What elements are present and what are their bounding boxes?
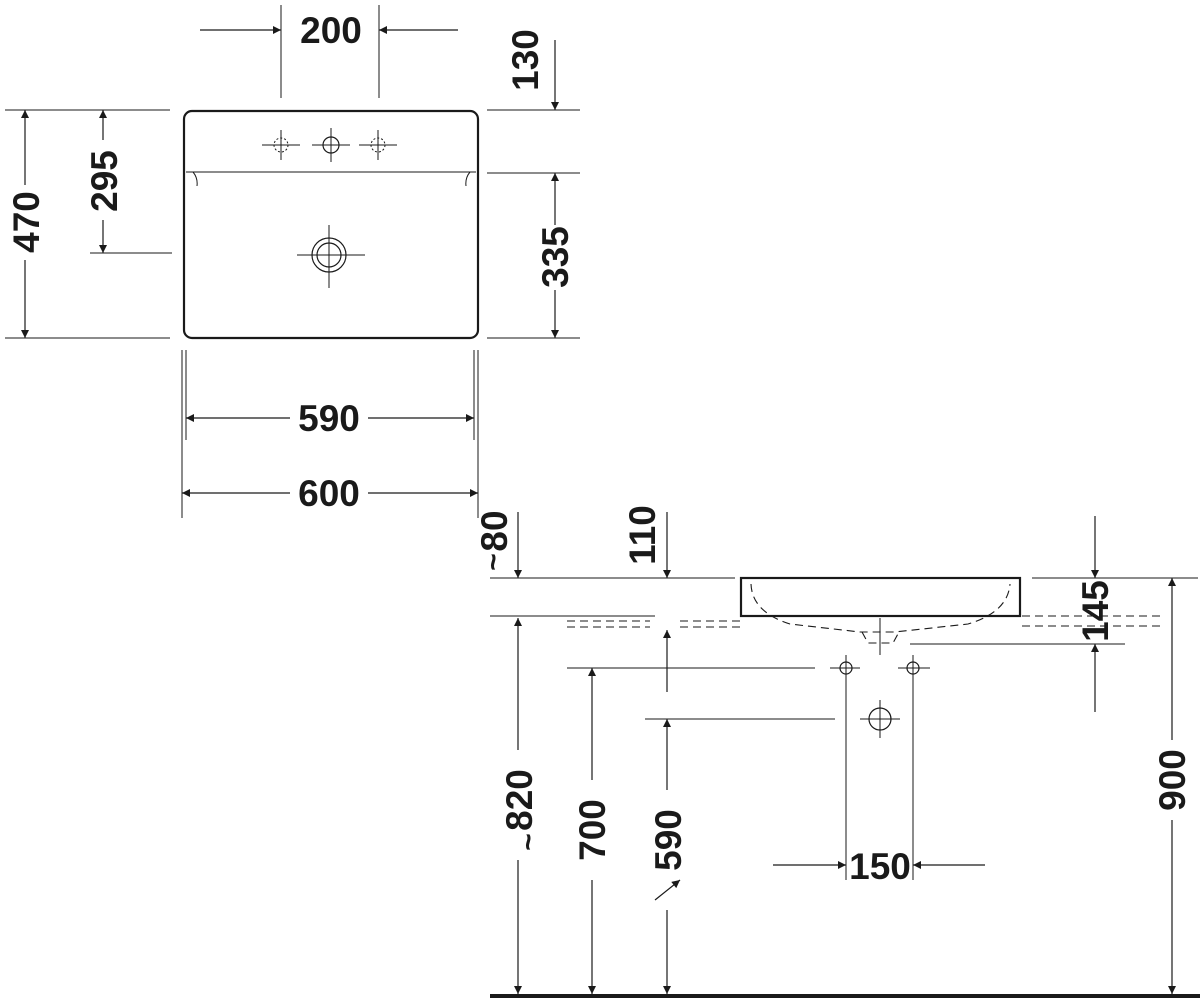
basin-outline-top xyxy=(182,109,480,340)
dim-label-820: 820 xyxy=(499,769,540,831)
dim-label-145: 145 xyxy=(1075,580,1116,642)
dim-label-110: 110 xyxy=(622,505,663,565)
dim-label-600: 600 xyxy=(298,473,360,514)
side-view: 80 ~ 110 145 820 ~ 700 xyxy=(474,505,1200,998)
dim-label-200: 200 xyxy=(300,10,362,51)
dim-label-590-top: 590 xyxy=(298,398,360,439)
pointer-arrow xyxy=(654,879,681,901)
approx-symbol-820: ~ xyxy=(512,833,545,851)
top-view: 200 130 335 470 295 xyxy=(5,5,580,518)
dim-110: 110 xyxy=(622,505,671,578)
dim-overall-width: 600 xyxy=(181,350,479,518)
dim-waste-front: 335 xyxy=(487,172,580,339)
dim-tap-spacing-top: 200 xyxy=(200,5,458,98)
dim-inner-width: 590 xyxy=(185,350,475,440)
dim-700: 700 xyxy=(567,667,815,994)
dim-590-side: 590 xyxy=(645,630,835,994)
dim-label-470: 470 xyxy=(6,191,47,253)
dim-label-335: 335 xyxy=(535,226,576,288)
dim-145: 145 xyxy=(910,516,1198,712)
dim-deck-depth: 130 xyxy=(487,29,580,111)
dim-approx-820: 820 ~ xyxy=(499,618,545,994)
dim-label-900: 900 xyxy=(1152,749,1193,811)
dim-label-700: 700 xyxy=(572,799,613,861)
tap-holes-top xyxy=(262,128,397,162)
dim-approx-80: 80 ~ xyxy=(474,510,735,617)
waste-outlet-top xyxy=(297,225,365,288)
dim-waste-back: 295 xyxy=(84,110,172,254)
dim-label-80: 80 xyxy=(474,510,515,551)
dim-label-590-side: 590 xyxy=(648,809,689,871)
dim-tap-spacing-side: 150 xyxy=(773,846,985,887)
counter-dashed-lines xyxy=(567,615,1160,628)
basin-rim-line xyxy=(186,171,476,187)
dim-900: 900 xyxy=(1152,578,1193,994)
dim-label-150: 150 xyxy=(849,846,911,887)
approx-symbol-80: ~ xyxy=(477,553,510,571)
dim-label-130: 130 xyxy=(505,29,546,91)
basin-profile-side xyxy=(739,576,1022,655)
tap-holes-side xyxy=(830,655,930,880)
dim-label-295: 295 xyxy=(84,150,125,212)
dim-overall-depth: 470 xyxy=(5,109,170,339)
